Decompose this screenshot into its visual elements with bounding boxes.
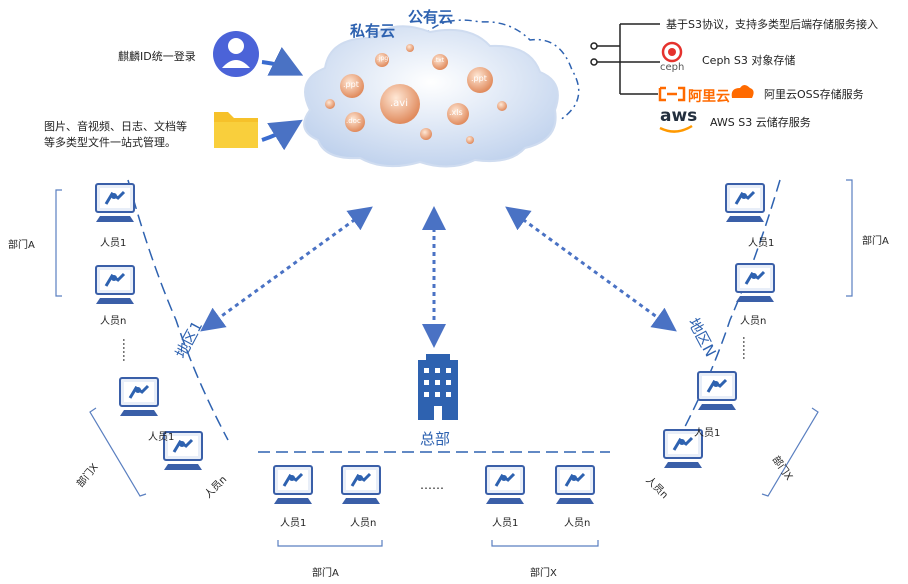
files-text-line1: 图片、音视频、日志、文档等 [44,120,187,133]
person-label: 人员n [740,316,767,327]
person-label: 人员n [100,316,127,327]
aliyun-logo-text: 阿里云 [688,89,730,105]
file-type-label: .ppt [471,74,487,83]
pc-icon [94,264,136,306]
storage-header: 基于S3协议，支持多类型后端存储服务接入 [666,18,878,31]
person-label: 人员1 [694,428,721,439]
ellipsis: …… [740,336,754,360]
file-bubbles [325,44,507,144]
storage-connectors [590,23,660,95]
person-label: 人员1 [280,518,307,529]
files-text-line2: 等多类型文件一站式管理。 [44,136,176,149]
login-text: 麒麟ID统一登录 [118,50,196,63]
pc-icon [724,182,766,224]
connection-arrows [200,206,677,348]
person-label: 人员1 [492,518,519,529]
aliyun-icon [658,85,754,102]
aliyun-label: 阿里云OSS存储服务 [764,88,864,101]
ceph-logo-text: ceph [660,62,685,73]
aws-label: AWS S3 云储存服务 [710,116,811,129]
pc-icon [272,464,314,506]
person-label: 人员n [350,518,377,529]
pc-icon [734,262,776,304]
region1-arc [127,179,229,441]
private-cloud-shape [303,25,559,168]
pc-icon [118,376,160,418]
login-arrow [261,46,304,76]
file-type-label: .xls [449,108,463,117]
regionN-arc [677,179,781,441]
dept-a-label: 部门A [8,240,35,251]
person-label: 人员1 [748,238,775,249]
ceph-label: Ceph S3 对象存储 [702,54,796,67]
public-cloud-label: 公有云 [408,8,454,26]
pc-icon [340,464,382,506]
person-label: 人员1 [148,432,175,443]
ellipsis: …… [420,478,444,492]
file-type-label: .doc [346,117,361,125]
person-label: 人员n [564,518,591,529]
pc-icon [696,370,738,412]
aws-logo-text: aws [660,106,698,126]
file-type-label: .ppt [343,80,359,89]
folder-icon [214,112,258,148]
user-avatar-icon [213,31,259,77]
pc-icon [94,182,136,224]
person-label: 人员1 [100,238,127,249]
aws-icon [659,124,693,133]
pc-icon [484,464,526,506]
dept-x-label: 部门X [530,568,557,579]
dept-a-label: 部门A [862,236,889,247]
file-type-label: .avi [390,98,409,109]
hq-label: 总部 [420,430,451,448]
hq-building-icon [418,354,458,420]
public-cloud-outline [419,19,580,121]
dept-brackets [55,179,853,547]
file-type-label: .jpg [377,55,389,62]
dept-a-label: 部门A [312,568,339,579]
ellipsis: …… [120,338,134,362]
files-arrow [261,119,303,151]
file-type-label: .txt [434,57,445,64]
pc-icon [554,464,596,506]
ceph-icon [661,41,683,63]
private-cloud-label: 私有云 [350,22,396,40]
